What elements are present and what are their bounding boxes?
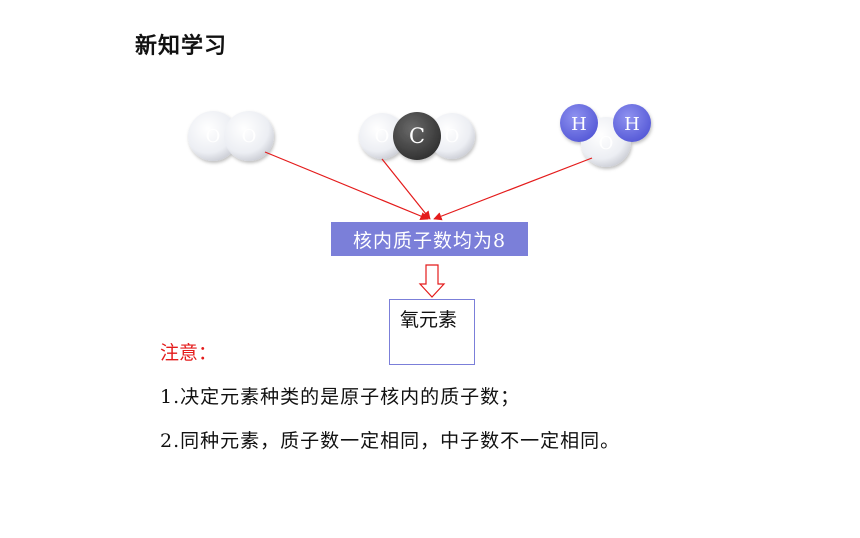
co2-molecule xyxy=(359,112,475,160)
o2-atom-2-label: O xyxy=(242,126,257,147)
arrow-co2 xyxy=(381,158,431,220)
note-item-1: 1.决定元素种类的是原子核内的质子数； xyxy=(160,386,521,408)
hydrogen-atom xyxy=(613,104,651,142)
carbon-atom xyxy=(393,112,441,160)
co2-atom-2-label: C xyxy=(409,124,425,148)
oxygen-atom xyxy=(359,113,405,159)
oxygen-atom xyxy=(224,111,274,161)
o2-atom-1-label: O xyxy=(206,126,221,147)
h2o-atom-3-label: O xyxy=(599,133,614,154)
arrow-h2o xyxy=(433,157,593,221)
oxygen-atom xyxy=(429,113,475,159)
h2o-atom-1-label: H xyxy=(571,114,587,135)
center-box: 核内质子数均为8 xyxy=(331,222,528,256)
oxygen-atom xyxy=(188,111,238,161)
o2-molecule xyxy=(188,111,274,161)
note-label: 注意： xyxy=(160,342,218,364)
page-title: 新知学习 xyxy=(135,34,228,59)
down-arrow-icon xyxy=(418,264,446,298)
h2o-molecule xyxy=(560,104,651,167)
result-box: 氧元素 xyxy=(389,299,475,365)
h2o-atom-2-label: H xyxy=(624,114,640,135)
arrow-o2 xyxy=(264,151,429,221)
co2-atom-1-label: O xyxy=(375,126,390,147)
hydrogen-atom xyxy=(560,104,598,142)
note-item-2: 2.同种元素，质子数一定相同，中子数不一定相同。 xyxy=(160,430,621,452)
co2-atom-3-label: O xyxy=(445,126,460,147)
